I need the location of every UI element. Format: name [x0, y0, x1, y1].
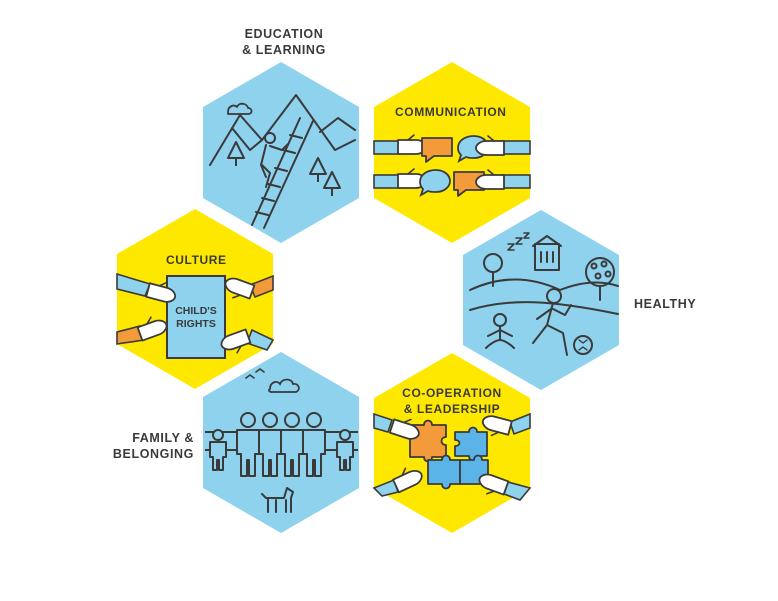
childs-rights-label: CHILD'S RIGHTS	[168, 305, 224, 331]
cooperation-hexagon	[374, 353, 530, 533]
segment-healthy	[463, 210, 619, 390]
speech-bubble-hands-icon	[373, 134, 531, 197]
segment-communication	[373, 62, 531, 243]
healthy-label: HEALTHY	[634, 296, 696, 312]
family-group-icon	[205, 368, 358, 513]
cooperation-leadership-label: CO-OPERATION & LEADERSHIP	[396, 385, 508, 417]
education-learning-label: EDUCATION & LEARNING	[242, 26, 326, 58]
segment-education-learning	[203, 62, 359, 243]
healthy-activities-icon	[469, 232, 619, 356]
communication-label-line-1: COMMUNICATION	[395, 105, 507, 119]
healthy-hexagon	[463, 210, 619, 390]
culture-label: CULTURE	[166, 252, 227, 268]
childs-rights-line-1: CHILD'S	[175, 305, 217, 317]
healthy-label-line-1: HEALTHY	[634, 297, 697, 311]
childs-rights-line-2: RIGHTS	[176, 318, 216, 330]
education-label-line-2: & LEARNING	[242, 43, 326, 57]
education-label-line-1: EDUCATION	[244, 27, 324, 41]
segment-family-belonging	[203, 352, 359, 533]
mountain-ladder-icon	[209, 94, 356, 229]
segment-culture	[116, 209, 275, 389]
cooperation-label-line-1: CO-OPERATION	[402, 386, 502, 400]
segment-cooperation-leadership	[372, 353, 532, 533]
family-label-line-1: FAMILY &	[132, 431, 194, 445]
childs-rights-document-hands-icon	[116, 272, 275, 359]
education-hexagon	[203, 62, 359, 243]
family-label-line-2: BELONGING	[112, 447, 194, 461]
family-belonging-label: FAMILY & BELONGING	[110, 430, 194, 462]
culture-label-line-1: CULTURE	[166, 253, 227, 267]
puzzle-hands-icon	[372, 412, 532, 501]
cooperation-label-line-2: & LEADERSHIP	[403, 402, 501, 416]
communication-label: COMMUNICATION	[395, 104, 507, 120]
